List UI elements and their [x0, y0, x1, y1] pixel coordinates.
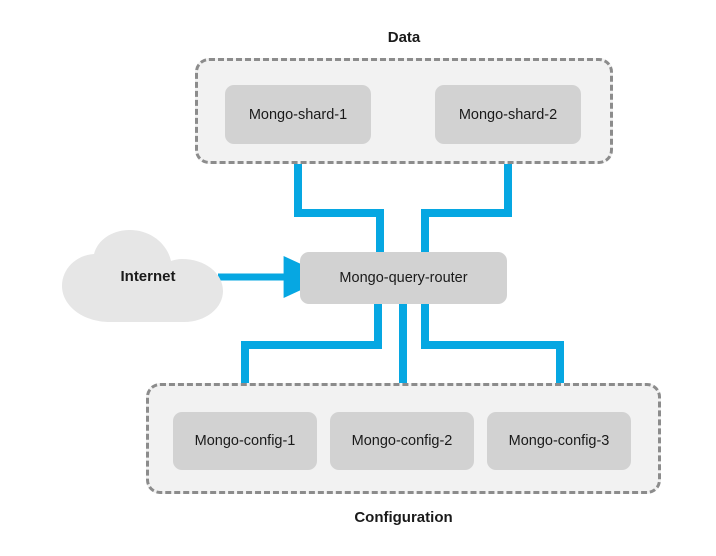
node-label: Mongo-shard-2: [458, 106, 558, 123]
node-mongo-config-2[interactable]: Mongo-config-2: [330, 412, 474, 470]
node-mongo-config-1[interactable]: Mongo-config-1: [173, 412, 317, 470]
node-label: Mongo-shard-1: [248, 106, 348, 123]
group-data-caption: Data: [387, 29, 421, 46]
node-label: Mongo-config-1: [194, 433, 296, 449]
connector-shard1-to-router: [294, 144, 384, 252]
connector-router-to-config3: [421, 304, 564, 412]
node-mongo-config-3[interactable]: Mongo-config-3: [487, 412, 631, 470]
node-mongo-shard-1[interactable]: Mongo-shard-1: [225, 85, 371, 144]
node-mongo-query-router[interactable]: Mongo-query-router: [300, 252, 507, 304]
connector-shard2-to-router: [421, 144, 512, 252]
group-configuration-caption: Configuration: [354, 509, 453, 526]
internet-label: Internet: [120, 268, 176, 285]
node-label: Mongo-query-router: [339, 270, 468, 286]
connector-router-to-config1: [241, 304, 382, 412]
node-label: Mongo-config-3: [508, 433, 610, 449]
node-mongo-shard-2[interactable]: Mongo-shard-2: [435, 85, 581, 144]
node-label: Mongo-config-2: [351, 433, 453, 449]
internet-cloud-icon: [60, 230, 236, 322]
